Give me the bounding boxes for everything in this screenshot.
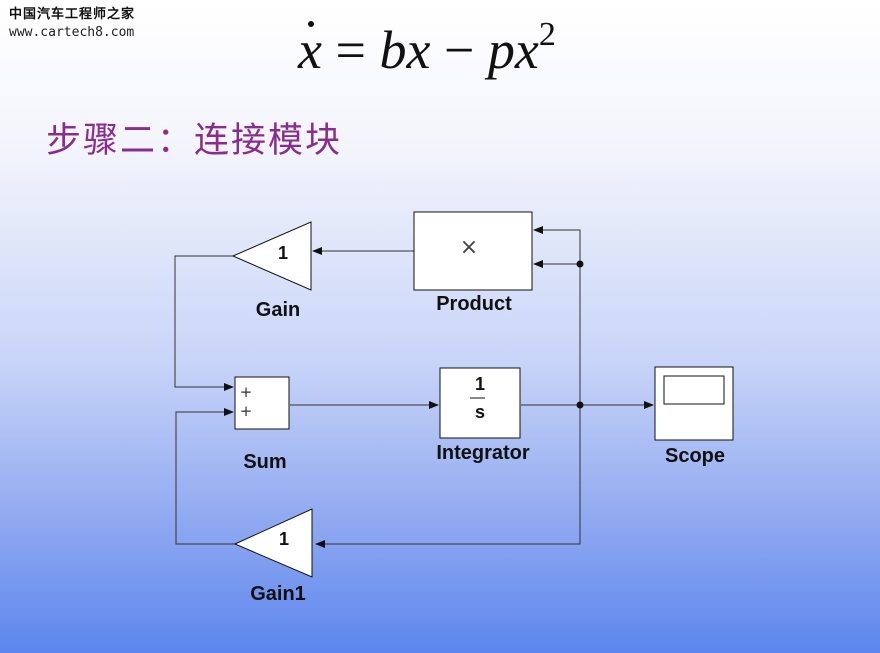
- gain1-label: Gain1: [250, 583, 306, 605]
- branch-point-main: [576, 401, 584, 409]
- branch-point-product: [576, 260, 584, 268]
- product-label: Product: [436, 293, 512, 315]
- gain-block[interactable]: 1: [231, 221, 312, 291]
- product-block[interactable]: ×: [413, 211, 533, 291]
- watermark-site-name: 中国汽车工程师之家: [9, 7, 136, 22]
- gain-value: 1: [278, 243, 288, 263]
- equation-equals: =: [335, 20, 366, 80]
- equation-exponent: 2: [538, 16, 556, 53]
- gain1-value: 1: [279, 529, 289, 549]
- product-multiply-icon: ×: [460, 235, 478, 260]
- equation-term1: bx: [379, 20, 431, 80]
- equation-minus: −: [443, 20, 475, 80]
- line-branch-to-gain1: [315, 405, 581, 548]
- scope-block[interactable]: [654, 366, 734, 441]
- integrator-numerator: 1: [475, 374, 485, 394]
- sum-sign-2: +: [240, 402, 253, 420]
- slide-title: 步骤二：连接模块: [46, 121, 343, 161]
- line-gain-to-sum: [174, 255, 234, 391]
- sum-label: Sum: [243, 451, 286, 473]
- signal-lines: [174, 226, 654, 548]
- integrator-label: Integrator: [436, 442, 530, 464]
- integrator-block[interactable]: 1 s: [439, 367, 521, 439]
- sum-sign-1: +: [240, 383, 253, 401]
- gain1-block[interactable]: 1: [233, 508, 313, 578]
- scope-screen-icon: [663, 375, 725, 405]
- equation-lhs: x: [298, 20, 322, 80]
- gain-label: Gain: [256, 299, 300, 321]
- sum-block[interactable]: + +: [234, 376, 290, 430]
- equation: x = bx − px2: [298, 18, 556, 80]
- integrator-denominator: s: [475, 402, 485, 422]
- equation-term2: px: [487, 20, 539, 80]
- line-branch-to-product-in1: [533, 226, 581, 405]
- line-gain1-to-sum: [175, 408, 235, 545]
- watermark: 中国汽车工程师之家 www.cartech8.com: [9, 8, 135, 39]
- watermark-url: www.cartech8.com: [9, 25, 135, 40]
- scope-label: Scope: [665, 445, 725, 467]
